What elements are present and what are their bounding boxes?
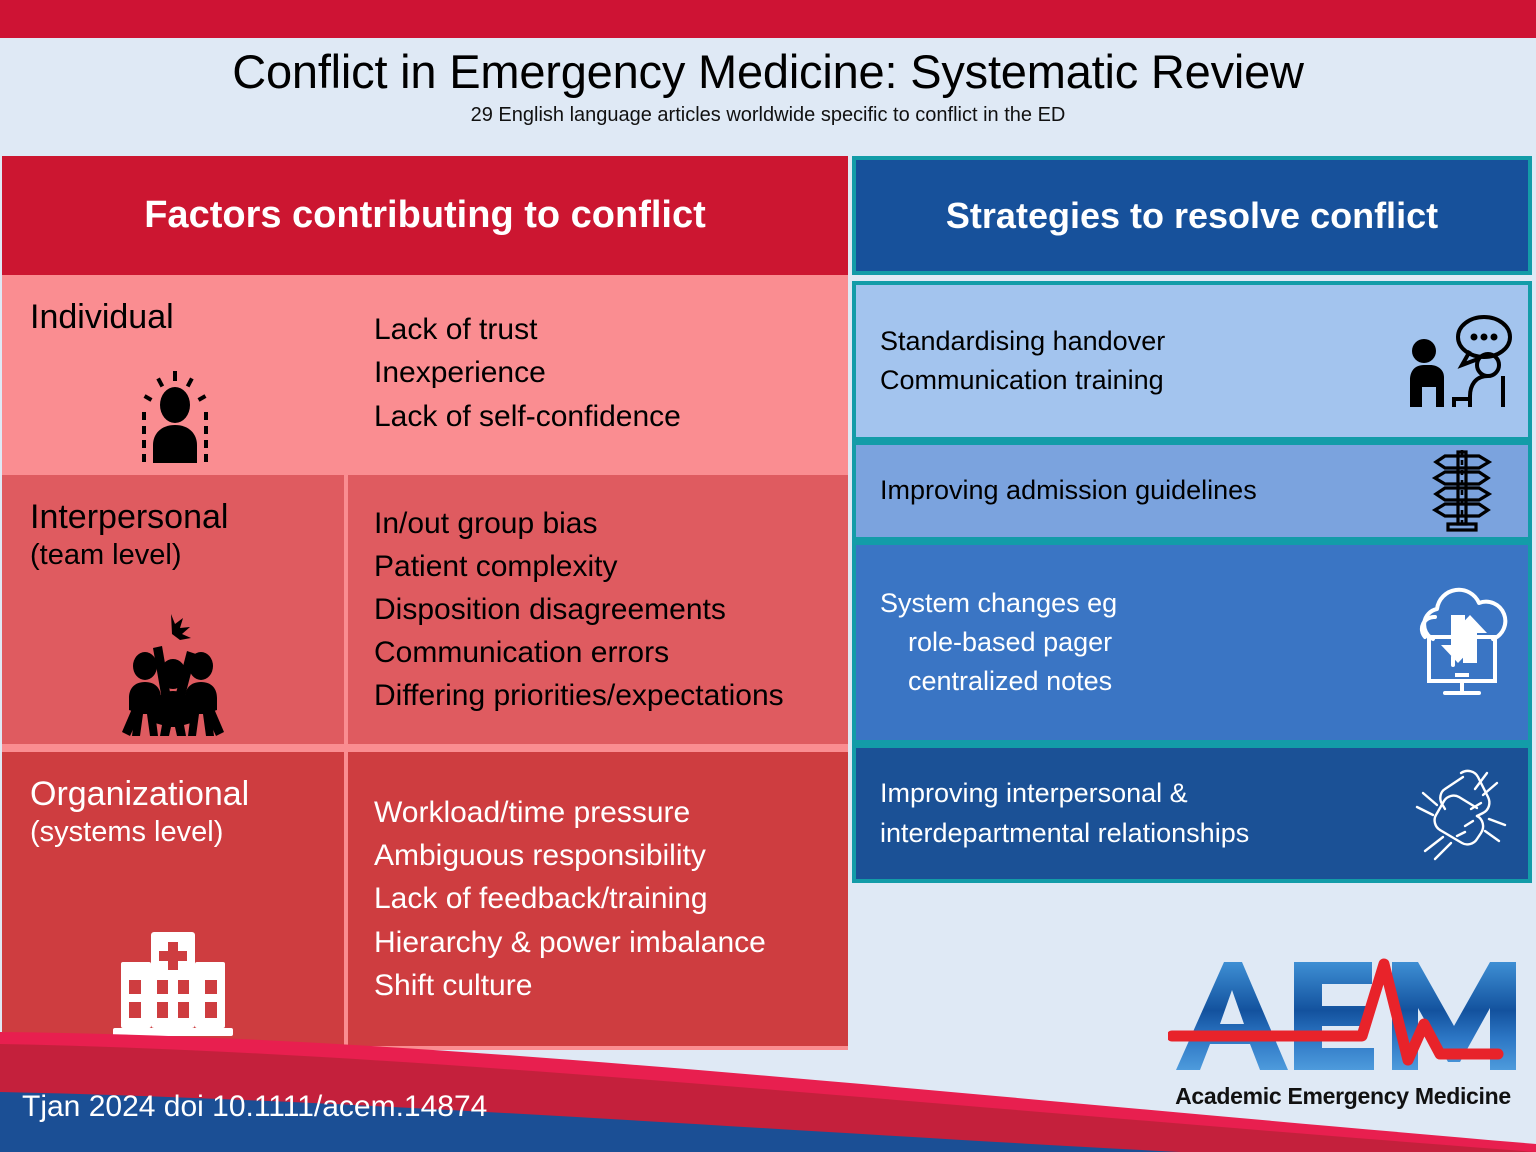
factor-item: In/out group bias: [374, 506, 598, 540]
strategy-text: Standardising handover Communication tra…: [856, 322, 1396, 400]
factor-item: Shift culture: [374, 968, 533, 1002]
factor-item: Differing priorities/expectations: [374, 679, 784, 713]
factor-row-interpersonal: Interpersonal (team level): [2, 471, 848, 748]
factor-category-label: Organizational (systems level): [30, 774, 249, 851]
strategy-row-handover: Standardising handover Communication tra…: [852, 281, 1532, 441]
factor-items-cell: Workload/time pressure Ambiguous respons…: [348, 752, 848, 1046]
strategy-row-relationships: Improving interpersonal & interdepartmen…: [852, 744, 1532, 883]
strategy-row-system-changes: System changes eg role-based pager centr…: [852, 541, 1532, 744]
factor-item: Lack of feedback/training: [374, 882, 708, 916]
factor-item: Hierarchy & power imbalance: [374, 925, 766, 959]
factor-category-sublabel: (systems level): [30, 816, 224, 849]
strategy-line: Standardising handover: [880, 325, 1166, 356]
top-red-bar: [0, 0, 1536, 38]
factor-item: Patient complexity: [374, 549, 618, 583]
conversation-icon: [1396, 313, 1528, 409]
strategy-line: Improving interpersonal &: [880, 778, 1188, 809]
strategy-line: centralized notes: [908, 666, 1113, 697]
factor-category-cell: Individual: [2, 275, 348, 471]
signpost-icon: [1396, 446, 1528, 536]
factor-item: Workload/time pressure: [374, 796, 691, 830]
strategies-panel: Strategies to resolve conflict Standardi…: [852, 156, 1532, 883]
cloud-sync-monitor-icon: [1396, 587, 1528, 699]
strategy-text: System changes eg role-based pager centr…: [856, 584, 1396, 701]
strategy-line: interdepartmental relationships: [880, 817, 1250, 848]
strategy-line: role-based pager: [908, 626, 1113, 657]
factors-panel-title: Factors contributing to conflict: [144, 194, 706, 236]
factors-panel: Factors contributing to conflict Individ…: [2, 156, 848, 1050]
factor-row-individual: Individual: [2, 275, 848, 471]
factor-category-sublabel: (team level): [30, 539, 182, 572]
factor-category-label: Individual: [30, 298, 174, 336]
strategy-text: Improving admission guidelines: [856, 471, 1396, 510]
strategies-panel-header: Strategies to resolve conflict: [852, 156, 1532, 275]
factor-item: Ambiguous responsibility: [374, 839, 706, 873]
factors-panel-header: Factors contributing to conflict: [2, 156, 848, 275]
factor-item: Disposition disagreements: [374, 592, 726, 626]
factor-category-name: Interpersonal: [30, 498, 229, 536]
person-idea-icon: [129, 367, 221, 463]
factor-item: Lack of self-confidence: [374, 399, 681, 433]
team-conflict-icon: [114, 608, 232, 736]
strategy-line: Communication training: [880, 365, 1164, 395]
handshake-icon: [1396, 759, 1528, 869]
factor-item: Lack of trust: [374, 313, 538, 347]
aem-logo: Academic Emergency Medicine: [1168, 952, 1518, 1112]
citation-text: Tjan 2024 doi 10.1111/acem.14874: [22, 1090, 488, 1123]
strategies-panel-title: Strategies to resolve conflict: [945, 194, 1439, 236]
page-subtitle: 29 English language articles worldwide s…: [470, 103, 1066, 126]
aem-logo-mark: [1168, 958, 1516, 1070]
factor-category-label: Interpersonal (team level): [30, 497, 228, 574]
factor-category-cell: Organizational (systems level): [2, 752, 344, 1046]
bottom-wave-decoration: [0, 1032, 1536, 1152]
factor-category-cell: Interpersonal (team level): [2, 475, 344, 744]
factor-item: Inexperience: [374, 356, 546, 390]
aem-logo-caption: Academic Emergency Medicine: [1175, 1083, 1511, 1109]
strategy-row-guidelines: Improving admission guidelines: [852, 441, 1532, 541]
page-title: Conflict in Emergency Medicine: Systemat…: [232, 45, 1304, 98]
factor-item: Communication errors: [374, 636, 670, 670]
strategy-line: Improving admission guidelines: [880, 475, 1257, 506]
factor-items-cell: Lack of trust Inexperience Lack of self-…: [348, 275, 848, 471]
strategy-text: Improving interpersonal & interdepartmen…: [856, 774, 1396, 852]
strategy-line: System changes eg: [880, 587, 1118, 618]
factor-row-organizational: Organizational (systems level): [2, 748, 848, 1046]
factor-items-cell: In/out group bias Patient complexity Dis…: [348, 475, 848, 744]
title-block: Conflict in Emergency Medicine: Systemat…: [0, 38, 1536, 148]
hospital-icon: [103, 928, 243, 1038]
factor-category-name: Organizational: [30, 775, 250, 813]
